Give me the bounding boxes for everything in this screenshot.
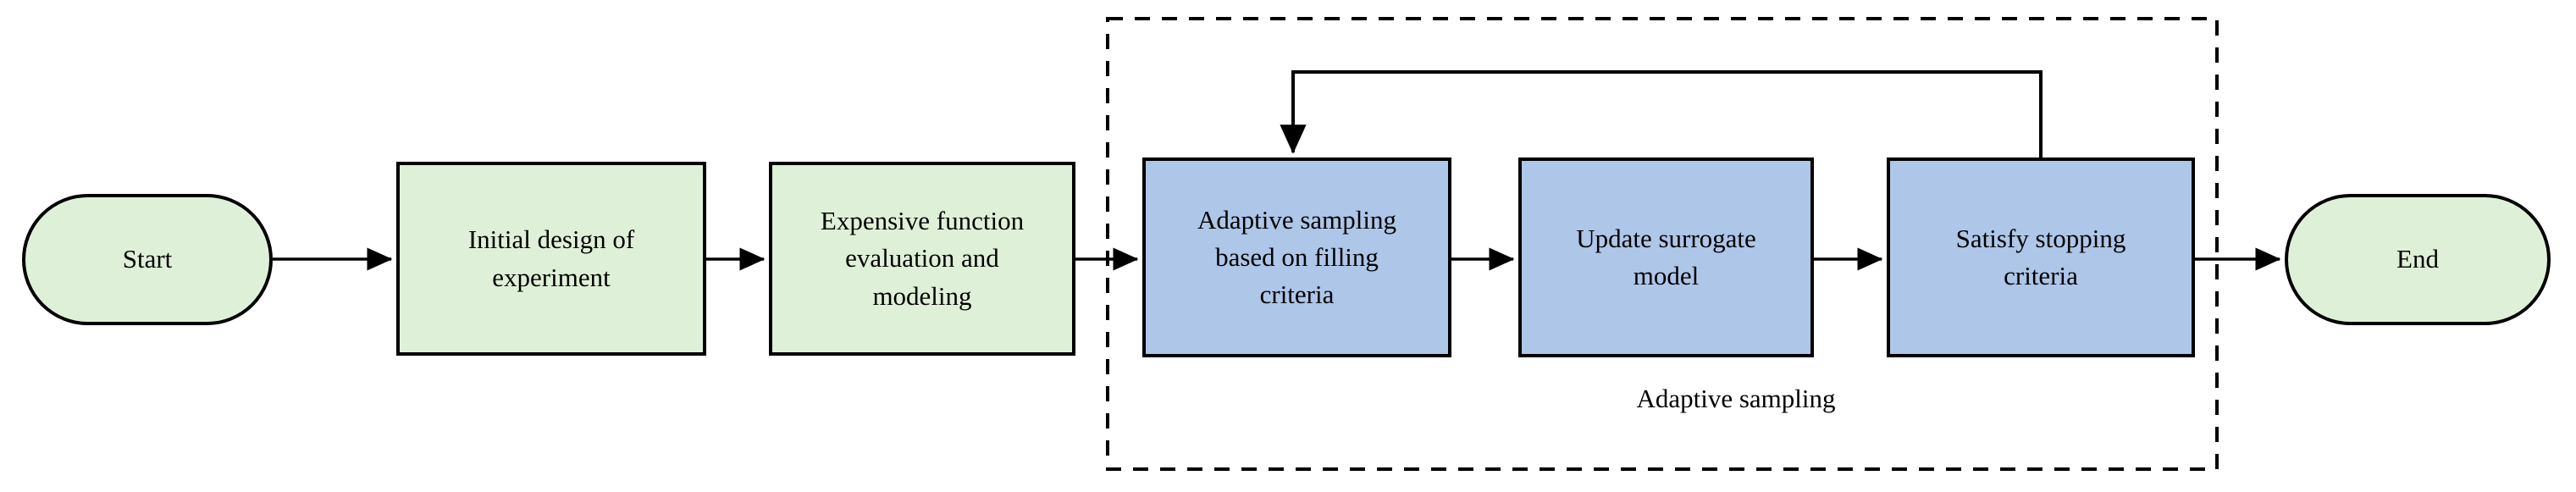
adaptive-sampling-filling-node-shape[interactable] <box>1142 158 1451 357</box>
satisfy-stopping-node-shape[interactable] <box>1887 158 2195 357</box>
update-surrogate-node-shape[interactable] <box>1518 158 1814 357</box>
adaptive-sampling-group-border <box>1106 17 2219 471</box>
expensive-evaluation-node-shape[interactable] <box>769 162 1075 356</box>
initial-design-node-shape[interactable] <box>396 162 706 356</box>
edge-feedback-loop <box>1280 70 2043 158</box>
start-node-shape[interactable] <box>22 194 273 325</box>
end-node-shape[interactable] <box>2285 194 2551 325</box>
adaptive-sampling-group-caption: Adaptive sampling <box>1636 384 1836 413</box>
